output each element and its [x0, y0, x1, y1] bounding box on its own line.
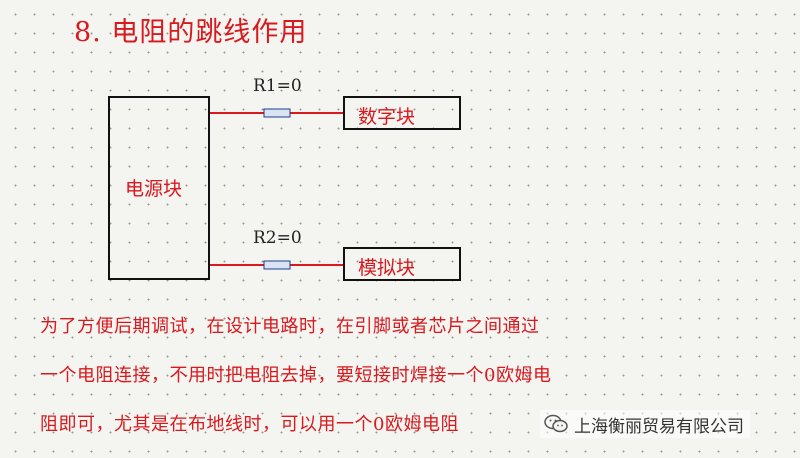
wechat-icon — [544, 414, 568, 433]
analog-block-label: 模拟块 — [358, 257, 416, 279]
description-line-3: 阻即可，尤其是在布地线时，可以用一个0欧姆电阻 — [40, 414, 459, 435]
page-title: 8. 电阻的跳线作用 — [74, 17, 308, 48]
description-line-2: 一个电阻连接，不用时把电阻去掉，要短接时焊接一个0欧姆电 — [40, 365, 552, 386]
resistor-r1-label: R1=0 — [253, 76, 302, 96]
watermark: 上海衡丽贸易有限公司 — [540, 410, 750, 438]
resistor-r2 — [263, 260, 291, 270]
watermark-text: 上海衡丽贸易有限公司 — [574, 416, 744, 437]
digital-block-label: 数字块 — [358, 106, 416, 128]
power-block-label: 电源块 — [125, 178, 183, 200]
resistor-r1 — [263, 108, 291, 118]
description-line-1: 为了方便后期调试，在设计电路时，在引脚或者芯片之间通过 — [40, 316, 540, 337]
analog-block — [343, 247, 461, 281]
power-block — [108, 96, 210, 280]
digital-block — [343, 96, 461, 130]
resistor-r2-label: R2=0 — [253, 228, 302, 248]
